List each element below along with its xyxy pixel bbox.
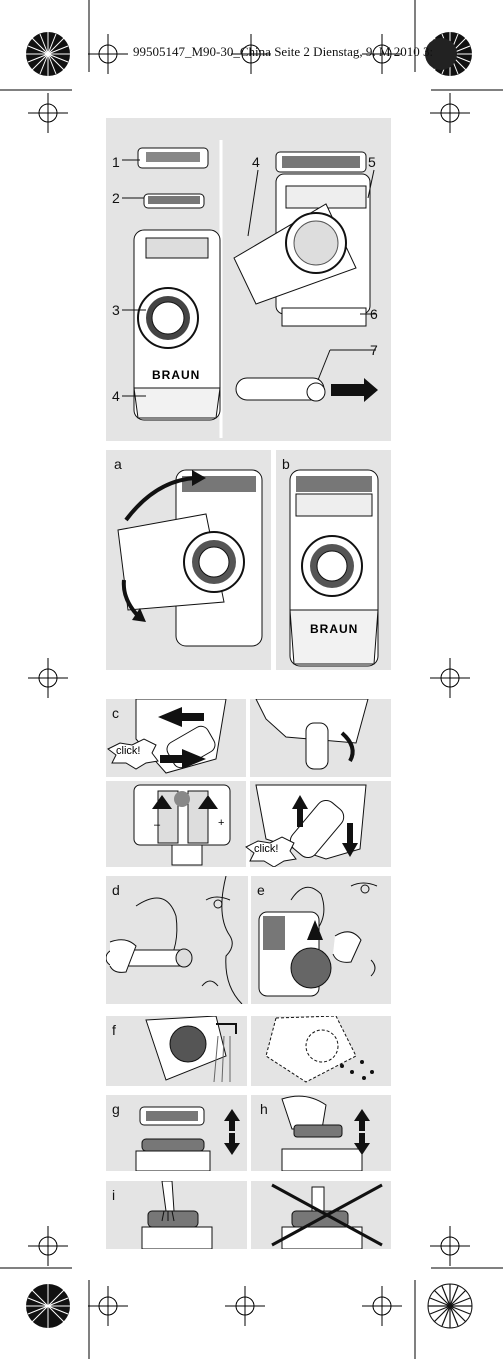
battery-change-illustration	[106, 699, 391, 867]
step-label-b: b	[282, 456, 290, 472]
shaver-parts-illustration	[122, 140, 378, 438]
ear-trimming-illustration	[258, 882, 378, 997]
brand-logo: BRAUN	[152, 368, 201, 382]
step-label-a: a	[114, 456, 122, 472]
step-e-panel: e	[251, 876, 391, 1004]
step-d-panel: d	[106, 876, 248, 1004]
click-callout-1: click!	[116, 745, 141, 757]
step-label-g: g	[112, 1101, 120, 1117]
shaver-open-illustration	[117, 469, 263, 647]
brush-cleaning-illustration	[141, 1181, 383, 1249]
step-label-i: i	[112, 1187, 116, 1203]
part-label-2: 2	[112, 190, 120, 206]
step-i-panel: i	[106, 1181, 391, 1249]
starburst-mark-tl	[26, 32, 70, 76]
step-gh-panel: g h	[106, 1095, 391, 1171]
step-label-h: h	[260, 1101, 268, 1117]
step-label-c: c	[112, 705, 119, 721]
crosshair-top-center	[231, 34, 271, 74]
click-callout-2: click!	[254, 843, 279, 855]
step-label-d: d	[112, 882, 120, 898]
starburst-mark-bl	[26, 1284, 70, 1328]
part-label-1: 1	[112, 154, 120, 170]
part-label-5: 5	[368, 154, 376, 170]
battery-plus-label: +	[218, 817, 225, 829]
brand-logo-b: BRAUN	[310, 622, 359, 636]
ink-blob	[425, 38, 457, 70]
step-label-f: f	[112, 1022, 116, 1038]
step-c-panel: c click! click! – +	[106, 699, 391, 867]
print-header: 99505147_M90-30_China Seite 2 Dienstag, …	[133, 44, 434, 59]
step-a-panel: a	[106, 450, 271, 670]
step-f-panel: f	[106, 1016, 391, 1086]
part-label-4-left: 4	[112, 388, 120, 404]
part-label-3: 3	[112, 302, 120, 318]
battery-minus-label: –	[154, 819, 161, 831]
starburst-mark-br	[427, 1283, 473, 1329]
cleaning-illustration	[145, 1016, 374, 1086]
step-b-panel: b BRAUN	[276, 450, 391, 670]
shaver-closed-illustration	[289, 469, 379, 667]
foil-replacement-illustration	[135, 1095, 370, 1171]
parts-overview-panel: 1 2 3 4 4 5 6 7 BRAUN	[106, 118, 391, 441]
nose-trimming-illustration	[106, 876, 243, 1004]
step-label-e: e	[257, 882, 265, 898]
part-label-7: 7	[370, 342, 378, 358]
part-label-6: 6	[370, 306, 378, 322]
part-label-4-right: 4	[252, 154, 260, 170]
